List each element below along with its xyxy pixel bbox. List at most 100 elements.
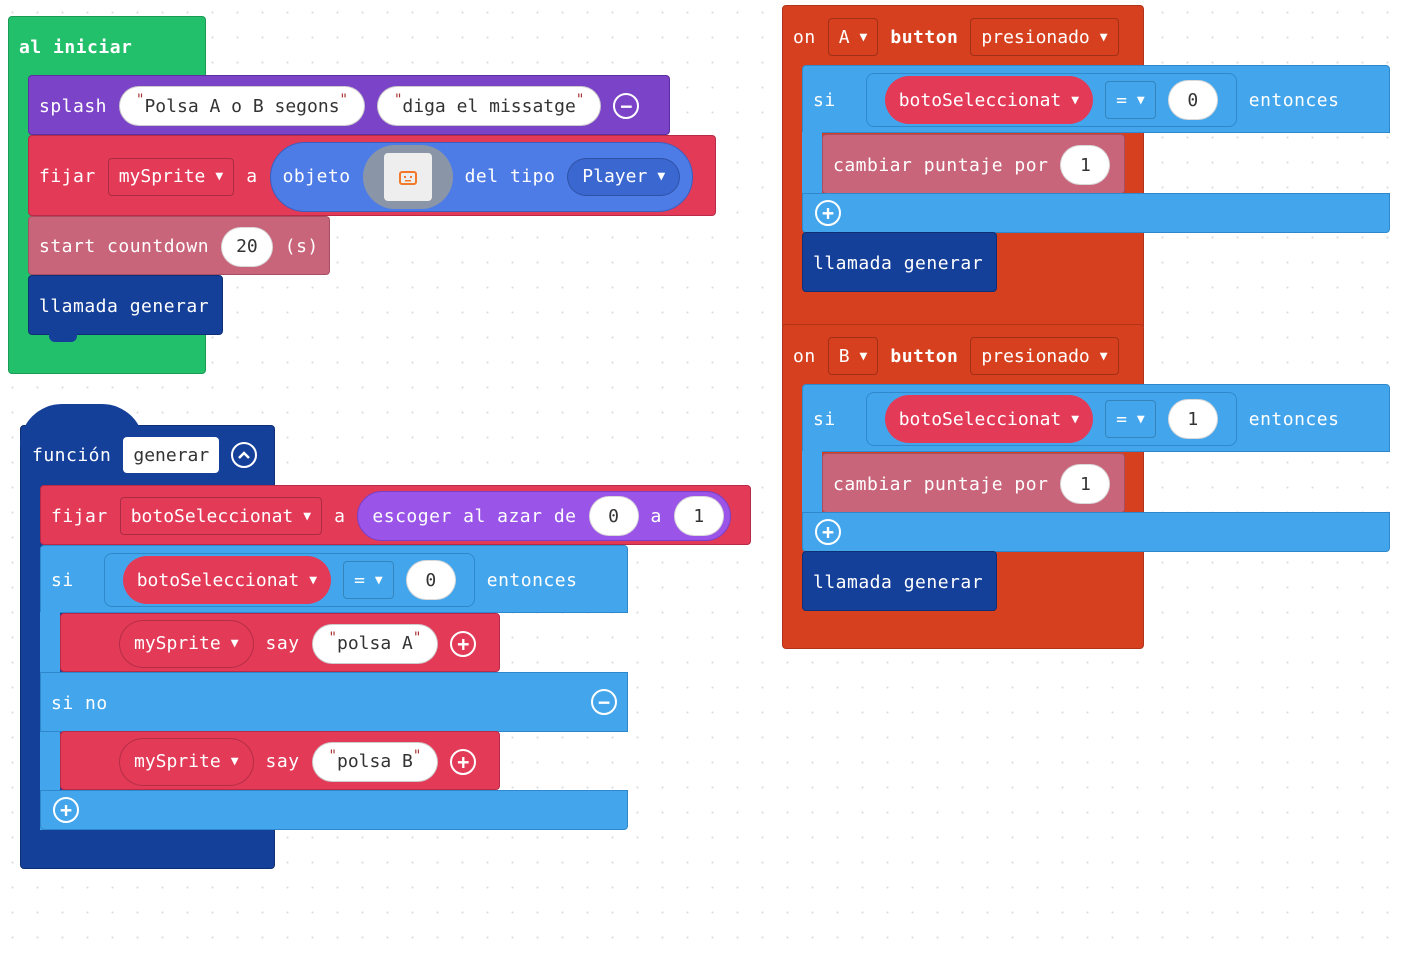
chevron-up-circle-icon[interactable] [231,442,258,468]
sprite-image-picker[interactable] [362,144,453,209]
caret-down-icon: ▼ [230,754,239,769]
create-sprite-block[interactable]: objeto del tipo Player▼ [269,141,694,212]
var-dropdown[interactable]: botoSeleccionat▼ [884,395,1094,443]
caret-down-icon: ▼ [374,572,383,588]
random-label: escoger al azar de [372,505,577,527]
countdown-unit: (s) [284,236,319,257]
else-section[interactable]: si no − [40,672,628,732]
change-score-label: cambiar puntaje por [833,473,1049,495]
caret-down-icon: ▼ [1099,29,1108,45]
function-name-field[interactable]: generar [123,437,220,473]
compare-value[interactable]: 0 [1167,80,1218,120]
compare-block[interactable]: botoSeleccionat▼ =▼ 0 [103,553,475,607]
button-label: button [890,26,959,48]
button-dropdown[interactable]: A▼ [827,18,879,56]
if-footer: + [802,193,1390,233]
var-dropdown[interactable]: botoSeleccionat▼ [884,76,1094,124]
say-block-b[interactable]: mySprite▼ say "polsa B" + [60,731,500,790]
plus-circle-icon[interactable]: + [53,797,79,823]
caret-down-icon: ▼ [215,169,224,184]
say-block-a[interactable]: mySprite▼ say "polsa A" + [60,613,500,672]
caret-down-icon: ▼ [1136,92,1145,108]
if-else-block[interactable]: si botoSeleccionat▼ =▼ 0 entonces [40,545,628,613]
caret-down-icon: ▼ [859,348,868,364]
sprite-dropdown[interactable]: mySprite▼ [119,737,254,786]
if-body-left [802,132,822,194]
compare-block[interactable]: botoSeleccionat▼ =▼ 0 [865,73,1237,127]
sprite-dropdown[interactable]: mySprite▼ [119,619,254,668]
minus-circle-icon[interactable]: − [613,93,640,119]
operator-dropdown[interactable]: =▼ [343,561,394,599]
change-score-value[interactable]: 1 [1060,464,1111,504]
change-score-block-b[interactable]: cambiar puntaje por 1 [822,453,1125,513]
say-text-a[interactable]: "polsa A" [311,623,439,664]
on-label: on [793,26,816,48]
say-label: say [265,751,300,772]
of-kind-label: del tipo [464,166,556,187]
event-dropdown[interactable]: presionado▼ [970,18,1119,56]
event-dropdown[interactable]: presionado▼ [970,337,1119,375]
call-generar-block[interactable]: llamada generar [802,551,997,611]
if-label: si [51,569,74,591]
say-text-b[interactable]: "polsa B" [311,741,439,782]
sprite-var-dropdown[interactable]: mySprite▼ [107,157,235,196]
call-generar-block[interactable]: llamada generar [28,275,223,342]
block-notch [49,334,77,342]
function-label: función [32,444,112,466]
splash-block[interactable]: splash "Polsa A o B segons" "diga el mis… [28,75,670,135]
var-dropdown[interactable]: botoSeleccionat▼ [122,556,332,604]
kind-dropdown[interactable]: Player▼ [567,157,681,196]
a-label: a [334,505,346,527]
operator-dropdown[interactable]: =▼ [1105,81,1156,119]
on-label: on [793,345,816,367]
plus-circle-icon[interactable]: + [815,519,841,545]
caret-down-icon: ▼ [309,572,318,588]
call-label: llamada generar [813,252,984,274]
then-label: entonces [486,569,578,591]
caret-down-icon: ▼ [1099,348,1108,364]
caret-down-icon: ▼ [657,169,666,184]
object-label: objeto [282,166,351,187]
on-start-label: al iniciar [19,36,133,58]
button-dropdown[interactable]: B▼ [827,337,879,375]
if-block-b[interactable]: si botoSeleccionat▼ =▼ 1 entonces [802,384,1390,452]
if-block-a[interactable]: si botoSeleccionat▼ =▼ 0 entonces [802,65,1390,133]
splash-text1[interactable]: "Polsa A o B segons" [119,86,365,126]
compare-value[interactable]: 1 [1167,399,1218,439]
plus-circle-icon[interactable]: + [450,748,477,775]
change-score-value[interactable]: 1 [1060,145,1111,185]
call-generar-block[interactable]: llamada generar [802,232,997,292]
if-body-left [802,451,822,513]
minus-circle-icon[interactable]: − [591,689,617,715]
splash-text2[interactable]: "diga el missatge" [376,86,602,126]
countdown-value[interactable]: 20 [221,226,273,267]
countdown-block[interactable]: start countdown 20 (s) [28,216,330,275]
a-label: a [246,166,258,187]
operator-dropdown[interactable]: =▼ [1105,400,1156,438]
call-label: llamada generar [39,295,210,317]
plus-circle-icon[interactable]: + [450,630,477,657]
caret-down-icon: ▼ [230,636,239,651]
compare-value[interactable]: 0 [405,560,456,600]
random-block[interactable]: escoger al azar de 0 a 1 [357,491,731,541]
change-score-block-a[interactable]: cambiar puntaje por 1 [822,134,1125,194]
set-label: fijar [39,166,96,187]
splash-label: splash [39,95,108,117]
change-score-label: cambiar puntaje por [833,154,1049,176]
set-var-block[interactable]: fijar botoSeleccionat▼ a escoger al azar… [40,485,751,545]
random-to[interactable]: 1 [673,496,724,536]
compare-block[interactable]: botoSeleccionat▼ =▼ 1 [865,392,1237,446]
else-label: si no [51,692,108,714]
set-sprite-block[interactable]: fijar mySprite▼ a objeto del tipo Player… [28,135,716,216]
plus-circle-icon[interactable]: + [815,200,841,226]
say-label: say [265,633,300,654]
caret-down-icon: ▼ [303,508,312,524]
caret-down-icon: ▼ [1136,411,1145,427]
if-label: si [813,408,836,430]
random-to-label: a [650,505,662,527]
if-footer: + [40,790,628,830]
caret-down-icon: ▼ [859,29,868,45]
random-from[interactable]: 0 [588,496,639,536]
var-dropdown[interactable]: botoSeleccionat▼ [119,497,323,535]
set-label: fijar [51,505,108,527]
